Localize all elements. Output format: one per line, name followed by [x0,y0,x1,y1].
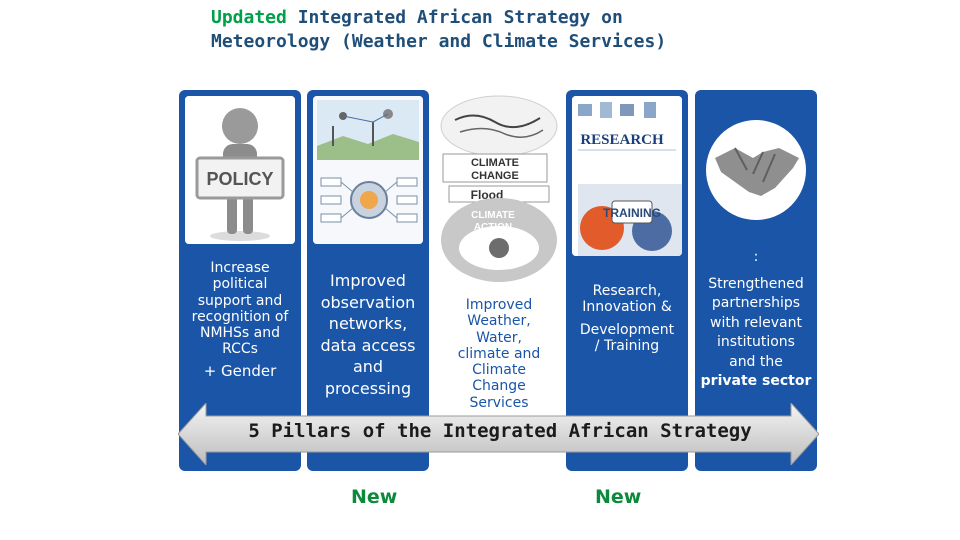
pillar-3-line: Water, [476,329,522,346]
pillar-2-line: processing [324,378,412,398]
svg-text:CHANGE: CHANGE [471,170,519,182]
pillar-3-line: Services [469,394,529,411]
policy-image: POLICY [185,96,295,244]
observation-network-icon [313,96,423,244]
pillar-1-line: recognition of [191,308,289,325]
pillar-5-line: private sector [700,373,812,389]
pillar-research: RESEARCH TRAINING Research, Innovation &… [566,90,688,471]
svg-text:TRAINING: TRAINING [603,206,661,220]
double-arrow-icon [178,403,819,465]
pillar-3-line: climate and [457,345,541,362]
pillar-services: CLIMATE CHANGE Flood CLIMATE ACTION Impr… [435,90,563,420]
pillar-3-line: Change [472,378,526,395]
pillar-observation: Improved observation networks, data acce… [307,90,429,471]
pillar-2-line: and [352,357,384,376]
research-training-icon: RESEARCH TRAINING [572,96,682,256]
pillar-5-colon: : [753,249,759,265]
pillar-4-line: Development [579,321,675,338]
pillar-3-text: Improved Weather, Water, climate and Cli… [435,297,563,411]
arrow-label: 5 Pillars of the Integrated African Stra… [248,420,752,442]
pillar-1-gender: + Gender [203,361,277,380]
svg-text:CLIMATE: CLIMATE [471,210,515,221]
pillar-5-line: institutions [717,334,795,350]
research-training-image: RESEARCH TRAINING [572,96,682,256]
pillar-1-line: support and [197,292,283,309]
pillar-5-text: : Strengthened partnerships with relevan… [699,248,813,392]
partnership-image [701,96,811,244]
new-label: New [595,486,642,508]
svg-text:ACTION: ACTION [474,222,512,233]
pillar-5-spacer [699,268,813,275]
pillar-4-line: / Training [594,337,660,354]
pillar-4-text: Research, Innovation & Development / Tra… [570,283,684,354]
policy-sign-label: POLICY [206,169,273,189]
pillar-5-line: and the [729,353,783,370]
title-line2: Meteorology (Weather and Climate Service… [211,31,667,52]
pillar-2-line: networks, [328,314,408,333]
svg-text:CLIMATE: CLIMATE [471,157,519,169]
pillar-policy: POLICY Increase political support and re… [179,90,301,471]
pillar-2-line: data access [320,335,416,355]
pillar-2-line: Improved [330,271,406,290]
pillar-1-text: Increase political support and recogniti… [183,260,297,379]
pillar-1-line: Increase [210,260,270,276]
pillar-4-line: Research, [592,283,662,299]
pillar-5-line: partnerships [711,295,801,311]
policy-figure-icon: POLICY [185,96,295,244]
diagram-title: Updated Integrated African Strategy on M… [211,6,666,54]
svg-text:RESEARCH: RESEARCH [580,132,664,148]
pillar-3-line: Improved [465,297,533,313]
pillar-1-line: NMHSs and [199,325,281,342]
pillar-3-line: Climate [472,362,526,379]
pillar-3-line: Weather, [467,313,531,330]
pillar-2-text: Improved observation networks, data acce… [311,270,425,399]
title-line1: Integrated African Strategy on [286,7,623,28]
new-label: New [351,486,398,508]
observation-network-image [313,96,423,244]
pillar-1-line: RCCs [222,341,258,358]
pillar-partnerships: : Strengthened partnerships with relevan… [695,90,817,471]
pillar-5-line: with relevant [710,314,802,331]
climate-collage-icon: CLIMATE CHANGE Flood CLIMATE ACTION [440,95,558,282]
pillar-2-line: observation [320,292,416,312]
handshake-icon [701,96,811,244]
title-highlight: Updated [211,7,287,28]
pillar-5-line: Strengthened [708,275,804,292]
pillar-4-line: Innovation & [582,299,672,316]
pillar-1-line: political [212,276,268,293]
